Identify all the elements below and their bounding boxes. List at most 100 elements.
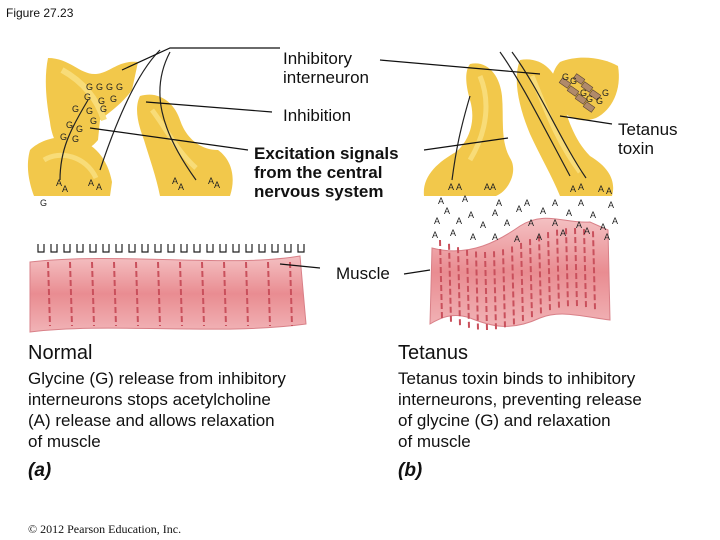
label-inhibition: Inhibition [283, 106, 352, 125]
acetylcholine-glyph: A [540, 206, 546, 216]
acetylcholine-glyph: A [566, 208, 572, 218]
glycine-glyph: G [90, 116, 97, 126]
acetylcholine-glyph: A [438, 196, 444, 206]
muscle-tetanus [429, 217, 611, 331]
glycine-glyph: G [586, 94, 593, 104]
acetylcholine-glyph: A [432, 230, 438, 240]
receptor [297, 244, 305, 253]
glycine-glyph: G [96, 82, 103, 92]
receptor [193, 244, 201, 253]
receptor [245, 244, 253, 253]
glycine-glyph: G [110, 94, 117, 104]
panel-a-description: Glycine (G) release from inhibitory inte… [28, 369, 286, 451]
acetylcholine-glyph: A [484, 182, 490, 192]
acetylcholine-glyph: A [480, 220, 486, 230]
receptor [63, 244, 71, 253]
muscle-striation [592, 231, 596, 310]
muscle-striation [157, 261, 161, 327]
muscle-striation [91, 261, 95, 327]
acetylcholine-glyph: A [470, 232, 476, 242]
glycine-glyph: G [116, 82, 123, 92]
acetylcholine-glyph: A [552, 198, 558, 208]
acetylcholine-glyph: A [444, 206, 450, 216]
receptor [102, 244, 110, 253]
glycine-glyph: G [570, 76, 577, 86]
acetylcholine-glyph: A [524, 198, 530, 208]
acetylcholine-glyph: A [456, 182, 462, 192]
muscle-striation [502, 249, 506, 328]
glycine-glyph: G [76, 124, 83, 134]
acetylcholine-glyph: A [504, 218, 510, 228]
acetylcholine-glyph: A [570, 184, 576, 194]
axon-lines-normal [59, 49, 197, 181]
acetylcholine-glyph: A [96, 182, 102, 192]
acetylcholine-glyph: A [590, 210, 596, 220]
muscle-striation [289, 261, 293, 327]
receptor [141, 244, 149, 253]
copyright: © 2012 Pearson Education, Inc. [28, 522, 182, 536]
receptor [154, 244, 162, 253]
acetylcholine-glyph: A [88, 178, 94, 188]
acetylcholine-glyph: A [490, 182, 496, 192]
glycine-glyph: G [72, 134, 79, 144]
muscle-striation [113, 261, 117, 327]
acetylcholine-glyph: A [598, 184, 604, 194]
glycine-glyph: G [40, 198, 47, 208]
glycine-glyph: G [602, 88, 609, 98]
receptor [232, 244, 240, 253]
acetylcholine-glyph: A [576, 220, 582, 230]
acetylcholine-glyph: A [516, 204, 522, 214]
acetylcholine-glyph: A [608, 200, 614, 210]
receptor [115, 244, 123, 253]
glycine-glyph: G [100, 104, 107, 114]
acetylcholine-glyph: A [448, 182, 454, 192]
acetylcholine-glyph: A [456, 216, 462, 226]
acetylcholine-glyph: A [172, 176, 178, 186]
acetylcholine-glyph: A [514, 234, 520, 244]
glycine-glyph: G [72, 104, 79, 114]
acetylcholine-glyph: A [62, 184, 68, 194]
muscle-striation [520, 242, 524, 321]
receptor [219, 244, 227, 253]
panel-a-heading: Normal [28, 342, 93, 364]
panel-a-letter: (a) [28, 460, 52, 481]
acetylcholine-glyph: A [606, 186, 612, 196]
receptor [50, 244, 58, 253]
glycine-glyph: G [60, 132, 67, 142]
receptor [89, 244, 97, 253]
acetylcholine-glyph: A [612, 216, 618, 226]
panel-b-description: Tetanus toxin binds to inhibitory intern… [398, 369, 642, 451]
acetylcholine-glyph: A [492, 232, 498, 242]
glycine-glyph: G [596, 96, 603, 106]
muscle-striation [223, 261, 227, 327]
motor-neuron-normal-left [27, 137, 113, 196]
muscle-striation [583, 229, 587, 308]
glycine-glyph: G [86, 106, 93, 116]
panel-b-heading: Tetanus [398, 342, 469, 364]
acetylcholine-glyph: A [462, 194, 468, 204]
inhibitory-interneuron-normal [45, 58, 139, 152]
muscle-striation [47, 261, 51, 327]
muscle-striation [457, 247, 461, 326]
acetylcholine-glyph: A [578, 198, 584, 208]
motor-neuron-tetanus-right [516, 59, 614, 196]
panel-b-letter: (b) [398, 460, 423, 481]
motor-neuron-tetanus-left [423, 63, 514, 197]
muscle-striation [538, 235, 542, 314]
muscle-striation [201, 261, 205, 327]
receptor [284, 244, 292, 253]
acetylcholine-glyph: A [560, 228, 566, 238]
receptor [37, 244, 45, 253]
muscle-striation [574, 228, 578, 307]
label-muscle: Muscle [336, 264, 390, 283]
muscle-striation [556, 229, 560, 308]
muscle-striation [565, 228, 569, 307]
label-tetanus-toxin: Tetanus toxin [618, 120, 678, 158]
acetylcholine-glyph: A [178, 182, 184, 192]
receptor [167, 244, 175, 253]
receptor [180, 244, 188, 253]
figure-title: Figure 27.23 [6, 6, 74, 20]
